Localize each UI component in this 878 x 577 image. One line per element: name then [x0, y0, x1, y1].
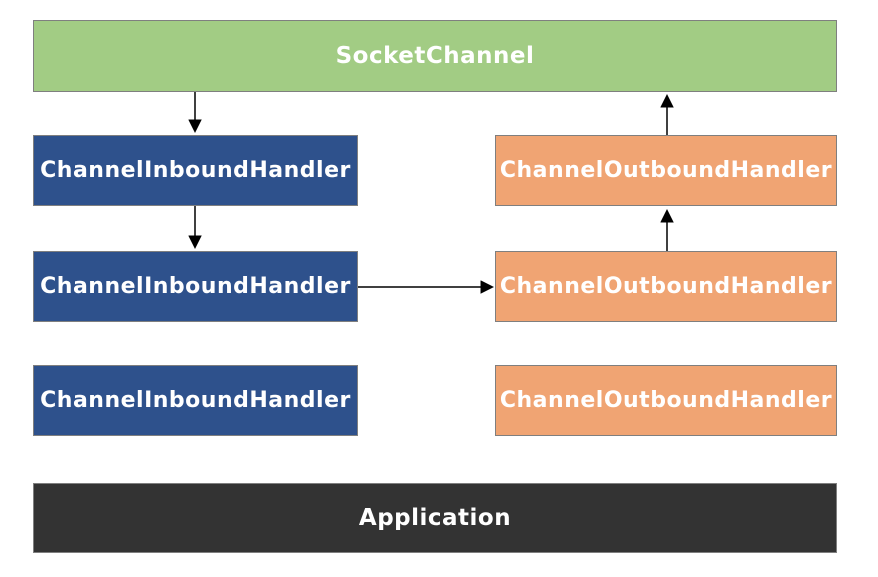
- outbound-handler-box-1: ChannelOutboundHandler: [495, 135, 837, 206]
- application-box: Application: [33, 483, 837, 553]
- inbound-handler-label: ChannelInboundHandler: [40, 274, 351, 299]
- outbound-handler-box-2: ChannelOutboundHandler: [495, 251, 837, 322]
- outbound-handler-label: ChannelOutboundHandler: [499, 388, 833, 413]
- inbound-handler-box-2: ChannelInboundHandler: [33, 251, 358, 322]
- outbound-handler-label: ChannelOutboundHandler: [499, 158, 833, 183]
- inbound-handler-label: ChannelInboundHandler: [40, 388, 351, 413]
- inbound-handler-label: ChannelInboundHandler: [40, 158, 351, 183]
- inbound-handler-box-3: ChannelInboundHandler: [33, 365, 358, 436]
- application-label: Application: [358, 505, 512, 531]
- outbound-handler-box-3: ChannelOutboundHandler: [495, 365, 837, 436]
- socket-channel-label: SocketChannel: [335, 43, 535, 69]
- socket-channel-box: SocketChannel: [33, 20, 837, 92]
- inbound-handler-box-1: ChannelInboundHandler: [33, 135, 358, 206]
- outbound-handler-label: ChannelOutboundHandler: [499, 274, 833, 299]
